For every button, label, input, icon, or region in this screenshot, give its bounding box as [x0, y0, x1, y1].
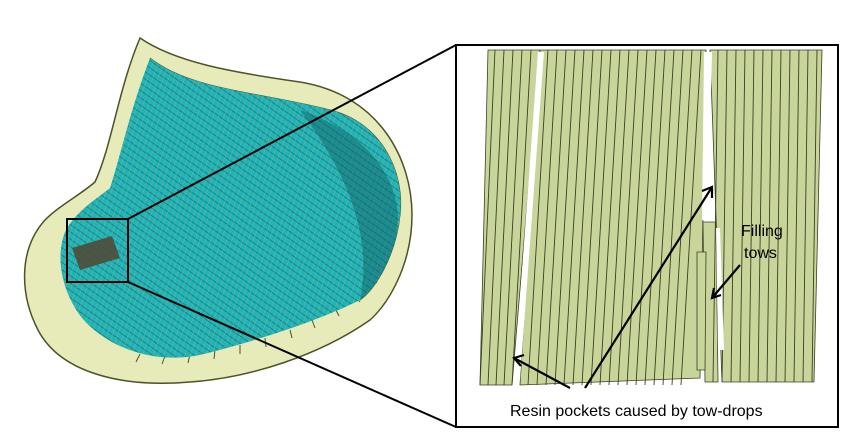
tow-band-center — [519, 49, 707, 386]
arrow-to-left-pocket — [513, 357, 571, 389]
resin-pocket-center — [702, 52, 712, 220]
selection-box — [66, 218, 129, 283]
label-filling: Filling — [741, 223, 783, 240]
arrow-to-filling-tow — [711, 264, 741, 299]
callout-line-bottom — [127, 281, 457, 428]
selected-region-patch — [72, 236, 120, 270]
fibre-laminate — [60, 58, 401, 358]
label-resin-pockets: Resin pockets caused by tow-drops — [510, 403, 763, 420]
filling-tow-2 — [696, 251, 707, 371]
tow-lines — [479, 49, 818, 386]
label-tows: tows — [744, 245, 777, 262]
callout-line-top — [127, 44, 457, 220]
resin-pocket-left — [514, 52, 544, 380]
zoomed-tows — [479, 49, 823, 386]
annotation-arrows — [512, 185, 741, 389]
arrow-to-center-pocket — [584, 186, 713, 389]
